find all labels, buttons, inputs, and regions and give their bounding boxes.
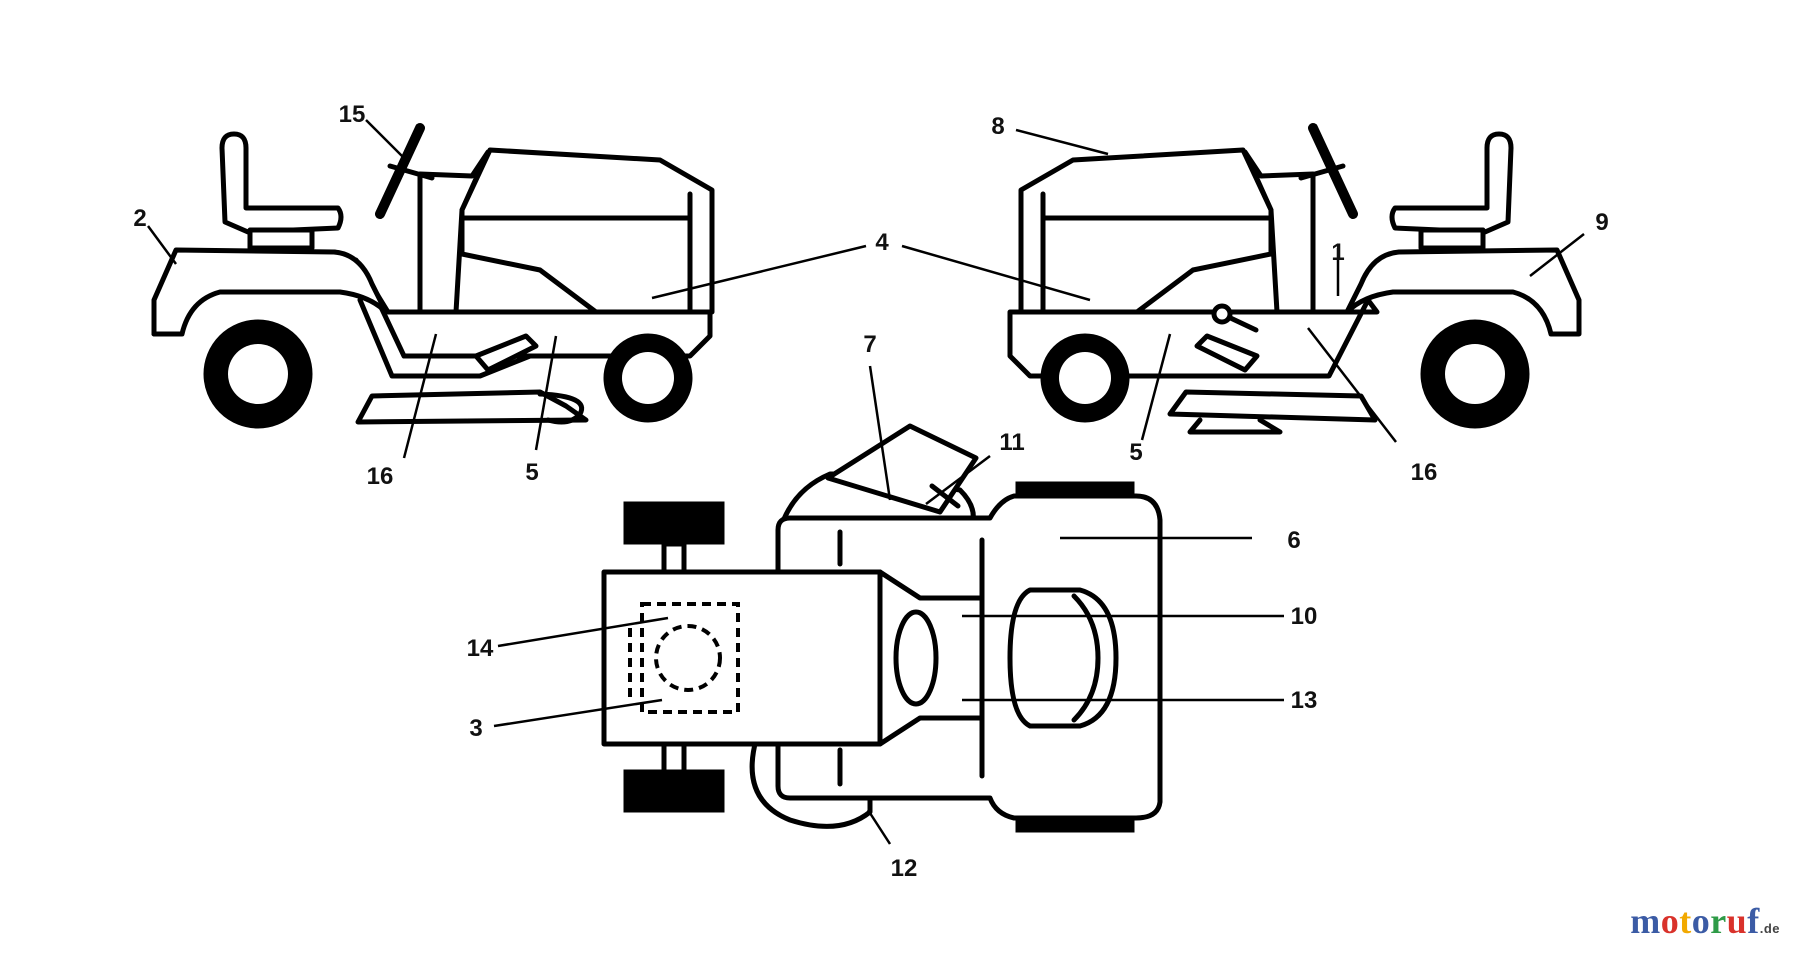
watermark-letter: o bbox=[1660, 901, 1680, 941]
front-wheel-hub-left bbox=[622, 352, 674, 404]
callout-15: 15 bbox=[339, 101, 366, 128]
lift-lever-right bbox=[1194, 333, 1260, 373]
axle-top-upper bbox=[661, 541, 687, 575]
callout-numbers: 15 2 4 16 5 8 1 9 5 16 7 11 6 10 13 14 3… bbox=[133, 101, 1608, 882]
watermark-suffix: .de bbox=[1759, 921, 1780, 936]
callout-11: 11 bbox=[999, 429, 1024, 456]
callout-9: 9 bbox=[1595, 209, 1608, 236]
tractor-left-side-view bbox=[151, 123, 715, 429]
leader-lines bbox=[146, 119, 1585, 845]
rear-wheel-hub-right bbox=[1445, 344, 1505, 404]
seat-right bbox=[1389, 131, 1514, 235]
front-wheel-hub-right bbox=[1059, 352, 1111, 404]
hood-right bbox=[1018, 147, 1274, 315]
steering-shaft-left bbox=[387, 163, 435, 181]
watermark-letter: f bbox=[1747, 901, 1760, 941]
steering-wheel-top bbox=[893, 609, 939, 707]
callout-14: 14 bbox=[467, 635, 494, 662]
callout-13: 13 bbox=[1291, 687, 1318, 714]
leader-4b bbox=[901, 244, 1091, 302]
callout-2: 2 bbox=[133, 205, 146, 232]
rear-wheel-top-lower bbox=[623, 769, 725, 813]
seat-left bbox=[219, 131, 344, 235]
watermark-logo: motoruf.de bbox=[1630, 900, 1780, 942]
lift-lever-left bbox=[473, 333, 539, 373]
seat-post-right bbox=[1418, 227, 1486, 251]
leader-5b bbox=[1140, 333, 1172, 441]
leader-3 bbox=[493, 698, 663, 728]
seat-post-left bbox=[247, 227, 315, 251]
leader-8 bbox=[1015, 128, 1109, 156]
leader-12 bbox=[866, 809, 892, 845]
rear-fender-left bbox=[151, 247, 389, 337]
leader-11 bbox=[925, 455, 991, 505]
hood-left bbox=[459, 147, 715, 315]
leader-9 bbox=[1529, 233, 1585, 277]
rear-fender-right bbox=[1344, 247, 1582, 337]
steering-shaft-right bbox=[1298, 163, 1346, 181]
leader-16b bbox=[1307, 327, 1397, 443]
callout-10: 10 bbox=[1291, 603, 1318, 630]
callout-5-right: 5 bbox=[1129, 439, 1142, 466]
deck-skirt-right bbox=[1187, 417, 1283, 435]
callout-6: 6 bbox=[1287, 527, 1300, 554]
leader-7 bbox=[868, 365, 892, 501]
watermark-letter: m bbox=[1630, 901, 1661, 941]
callout-16-right: 16 bbox=[1411, 459, 1438, 486]
leader-5a bbox=[534, 335, 558, 451]
tractor-top-view bbox=[601, 423, 1163, 833]
seat-outline-top bbox=[640, 602, 740, 714]
callout-5-left: 5 bbox=[525, 459, 538, 486]
leader-16a bbox=[402, 333, 438, 459]
hood-oval-top bbox=[1007, 587, 1119, 729]
callout-3: 3 bbox=[469, 715, 482, 742]
rear-wheel-top-upper bbox=[623, 501, 725, 545]
fuel-cap-top bbox=[654, 624, 722, 692]
callout-8: 8 bbox=[991, 113, 1004, 140]
axle-top-lower bbox=[661, 741, 687, 775]
watermark-letter: o bbox=[1691, 901, 1711, 941]
callout-7: 7 bbox=[863, 331, 876, 358]
throttle-knob-right bbox=[1211, 303, 1233, 325]
chassis-left bbox=[357, 297, 533, 379]
watermark-letter: t bbox=[1679, 901, 1692, 941]
hood-oval-arc-top bbox=[1071, 593, 1101, 723]
tractor-right-side-view bbox=[1007, 123, 1582, 435]
deck-chute-left bbox=[537, 391, 585, 425]
leader-14 bbox=[497, 616, 669, 648]
mower-deck-right bbox=[1167, 389, 1378, 423]
rear-fender-top bbox=[601, 569, 883, 747]
callout-4: 4 bbox=[875, 229, 889, 256]
callout-16-left: 16 bbox=[367, 463, 394, 490]
leader-4a bbox=[651, 244, 867, 300]
leader-15 bbox=[365, 119, 407, 161]
chute-edge-top bbox=[929, 483, 961, 509]
watermark-letter: r bbox=[1710, 901, 1727, 941]
leader-2 bbox=[146, 225, 178, 265]
rear-wheel-hub-left bbox=[228, 344, 288, 404]
callout-12: 12 bbox=[891, 855, 918, 882]
watermark-letter: u bbox=[1726, 901, 1748, 941]
watermark-letters: motoruf bbox=[1630, 901, 1760, 941]
callout-1: 1 bbox=[1331, 239, 1344, 266]
